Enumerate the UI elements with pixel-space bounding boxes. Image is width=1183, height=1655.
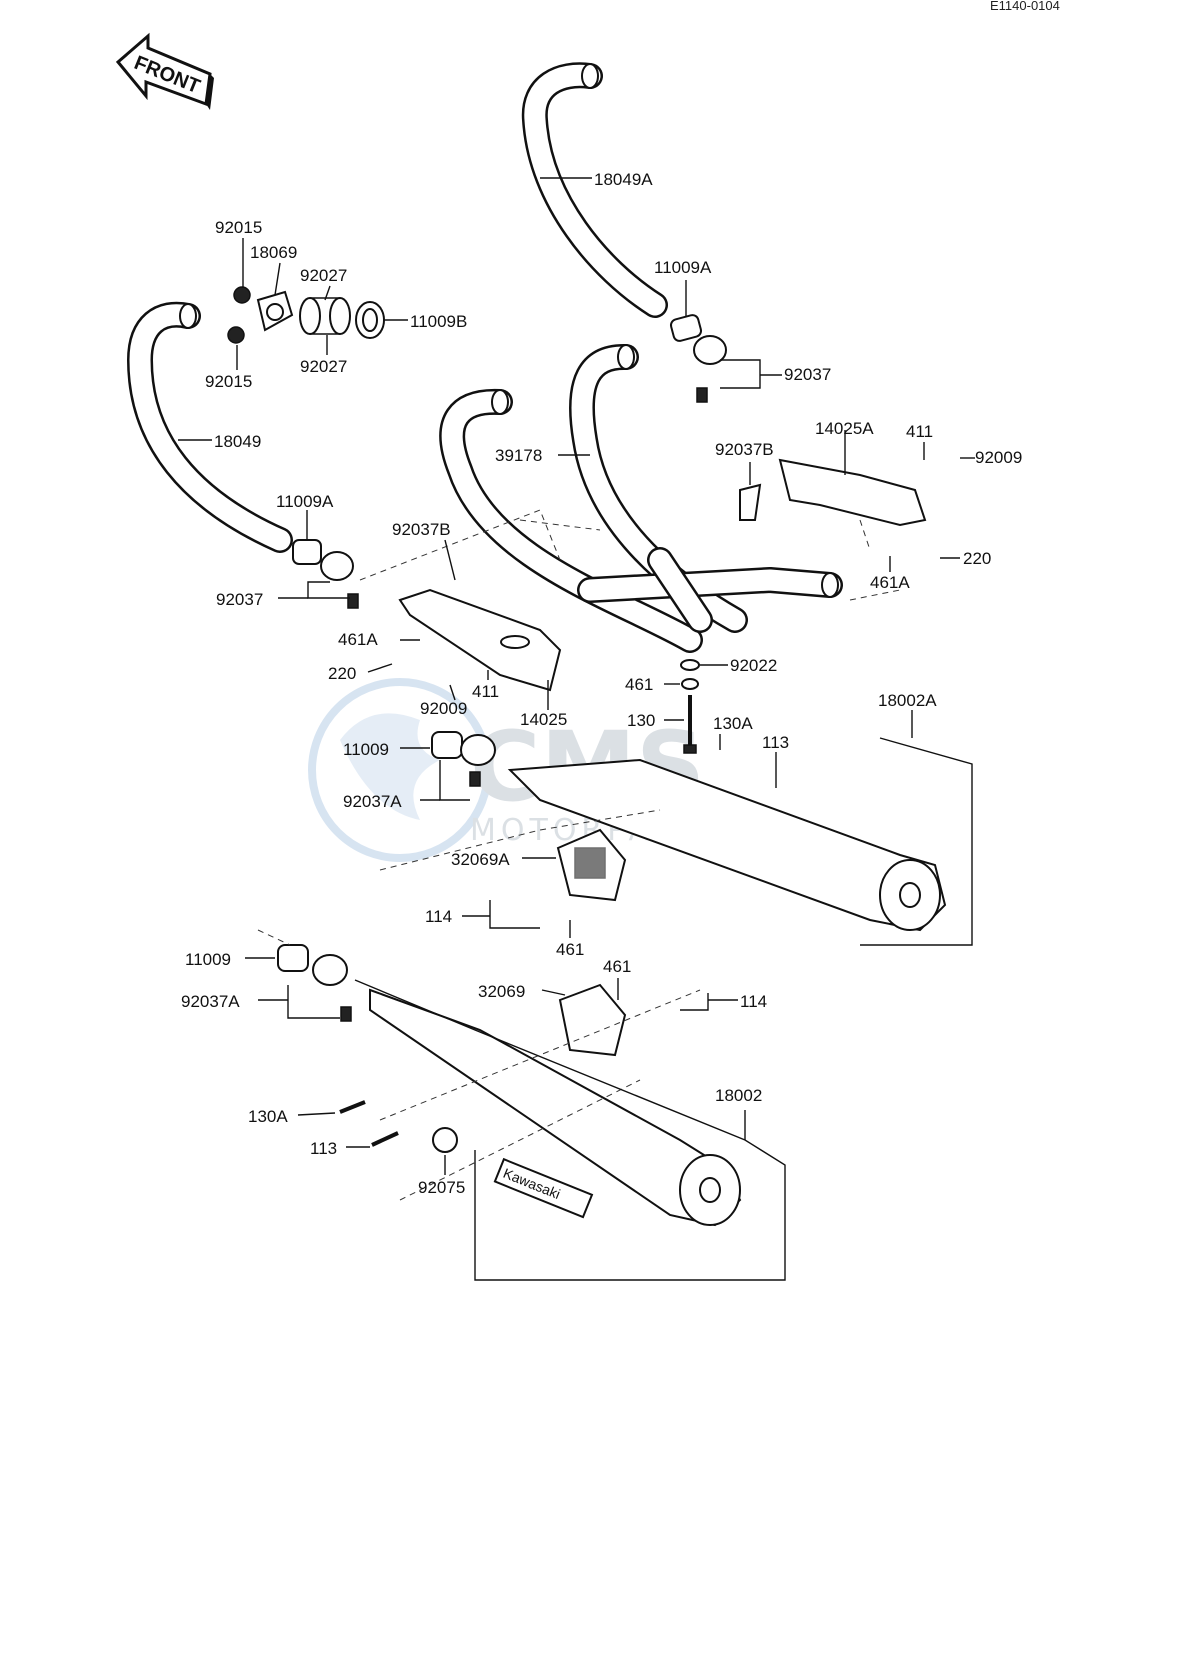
clamp-92037-left (320, 551, 359, 609)
label-11009-low: 11009 (185, 950, 231, 969)
label-92027-b: 92027 (300, 357, 347, 376)
label-92075: 92075 (418, 1178, 465, 1197)
label-92027-a: 92027 (300, 266, 347, 285)
gasket-11009-mid (431, 731, 463, 759)
nut-92015-a (233, 286, 251, 304)
clamp-92037-top (693, 335, 727, 403)
label-92037-top: 92037 (784, 365, 831, 384)
flange-18069 (256, 290, 294, 332)
washer-92022 (680, 659, 700, 671)
outline-18002A (860, 737, 973, 946)
label-130: 130 (627, 711, 655, 730)
label-92037A-low: 92037A (181, 992, 240, 1011)
bolt-130A-bot (339, 1100, 366, 1114)
nut-92015-b (227, 326, 245, 344)
label-92022: 92022 (730, 656, 777, 675)
collar-92027 (299, 297, 351, 335)
leader-lines (178, 177, 975, 1175)
label-461A-left: 461A (338, 630, 378, 649)
label-92037B-left: 92037B (392, 520, 451, 539)
gasket-11009-low (277, 944, 309, 972)
label-92037B-right: 92037B (715, 440, 774, 459)
label-92037A-mid: 92037A (343, 792, 402, 811)
label-113-mid: 113 (762, 733, 789, 752)
label-461-mid: 461 (625, 675, 653, 694)
label-14025: 14025 (520, 710, 567, 729)
label-11009-mid: 11009 (343, 740, 389, 759)
nut-92075 (432, 1127, 458, 1153)
label-461-bot: 461 (603, 957, 631, 976)
clamp-92037A-mid (460, 734, 496, 787)
label-18049: 18049 (214, 432, 261, 451)
label-14025A: 14025A (815, 419, 874, 438)
label-461A-right: 461A (870, 573, 910, 592)
heat-guard-14025A (739, 458, 927, 527)
label-92009-top: 92009 (975, 448, 1022, 467)
bracket-32069A (556, 828, 627, 902)
label-32069A: 32069A (451, 850, 510, 869)
label-18002A: 18002A (878, 691, 937, 710)
label-18049A: 18049A (594, 170, 653, 189)
diagram-code: E1140-0104 (990, 0, 1060, 13)
label-92015-a: 92015 (215, 218, 262, 237)
muffler-18002A (507, 758, 947, 932)
gasket-11009A-left (292, 539, 322, 565)
label-220-left: 220 (328, 664, 356, 683)
assembly-guides (257, 509, 901, 1201)
washer-461-mid (681, 678, 699, 690)
label-11009A-left: 11009A (276, 492, 334, 511)
bracket-32069 (558, 983, 627, 1057)
label-32069: 32069 (478, 982, 525, 1001)
exhaust-pipe-18049A (521, 62, 668, 318)
clamp-92037A-low (312, 954, 352, 1022)
exhaust-pipe-18049 (127, 301, 293, 553)
heat-guard-14025 (398, 588, 562, 692)
label-11009A-top: 11009A (654, 258, 712, 277)
gasket-11009A-top (669, 314, 703, 342)
bolt-130 (683, 695, 697, 754)
label-130A-mid: 130A (713, 714, 753, 733)
label-130A-bot: 130A (248, 1107, 288, 1126)
label-18069: 18069 (250, 243, 297, 262)
bolt-113-bot (371, 1131, 399, 1147)
label-114-mid: 114 (425, 907, 452, 926)
gasket-11009B (355, 301, 385, 339)
part-labels: 18049A 11009A 92037 92015 18069 92027 11… (181, 170, 1022, 1197)
label-18002: 18002 (715, 1086, 762, 1105)
label-11009B: 11009B (410, 312, 467, 331)
label-114-right: 114 (740, 992, 767, 1011)
label-411-left: 411 (472, 682, 499, 701)
label-39178: 39178 (495, 446, 542, 465)
label-411-top: 411 (906, 422, 933, 441)
outline-18002 (354, 979, 786, 1281)
label-92015-b: 92015 (205, 372, 252, 391)
label-461-low: 461 (556, 940, 584, 959)
label-220-right: 220 (963, 549, 991, 568)
label-113-bot: 113 (310, 1139, 337, 1158)
label-92037-left: 92037 (216, 590, 263, 609)
front-arrow-icon: FRONT (115, 32, 214, 110)
label-92009-left: 92009 (420, 699, 467, 718)
exhaust-pipe-39178 (439, 344, 843, 653)
